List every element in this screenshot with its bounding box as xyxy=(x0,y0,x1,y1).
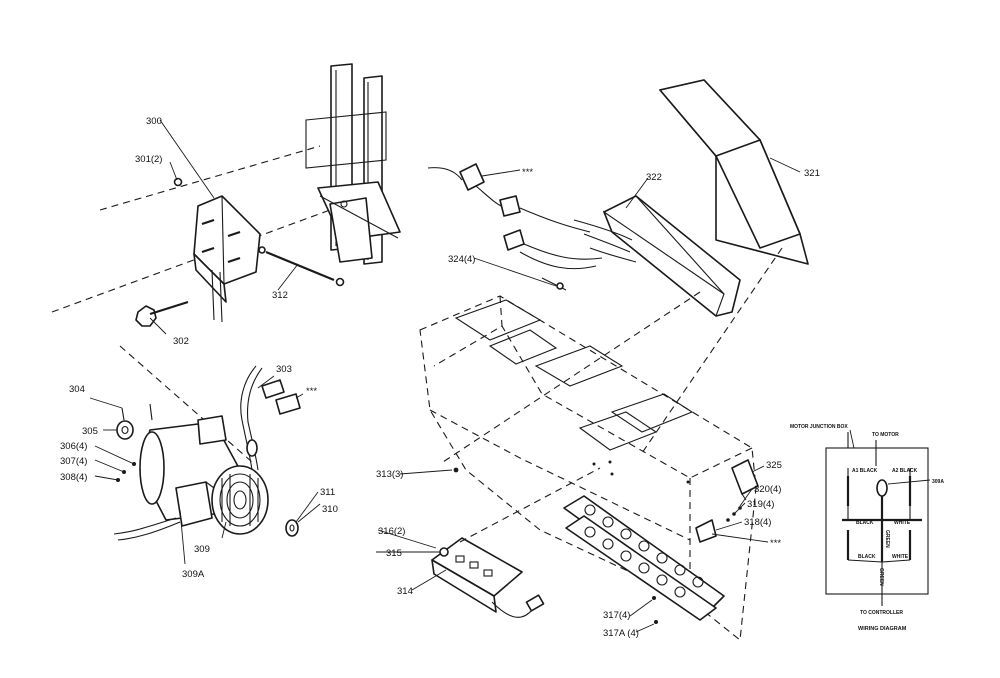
wiring-a1-black: A1 BLACK xyxy=(852,468,878,474)
label-318: 318(4) xyxy=(744,517,771,528)
label-308: 308(4) xyxy=(60,472,87,483)
wire-harness-part-303 xyxy=(240,365,301,471)
motor-part-309 xyxy=(113,345,269,541)
controller-part-314 xyxy=(431,467,601,618)
label-312: 312 xyxy=(272,290,288,301)
label-stars-3: *** xyxy=(770,538,781,549)
label-311: 311 xyxy=(320,487,335,498)
label-324: 324(4) xyxy=(448,254,475,265)
wiring-diagram: MOTOR JUNCTION BOX TO MOTOR A1 BLACK A2 … xyxy=(790,424,944,632)
label-301: 301(2) xyxy=(135,154,162,165)
label-stars-2: *** xyxy=(306,386,317,397)
knob-part-302 xyxy=(135,300,189,327)
label-309a: 309A xyxy=(182,569,205,580)
wiring-green-upper: GREEN xyxy=(884,530,890,548)
label-304: 304 xyxy=(69,384,85,395)
wiring-white-lower: WHITE xyxy=(892,554,909,560)
label-320: 320(4) xyxy=(754,484,781,495)
wiring-black-left: BLACK xyxy=(856,520,874,526)
label-310: 310 xyxy=(322,504,338,515)
label-325: 325 xyxy=(766,460,782,471)
housing-enclosure xyxy=(419,295,757,642)
mounting-post xyxy=(51,63,401,313)
label-321: 321 xyxy=(804,168,820,179)
wiring-to-controller: TO CONTROLLER xyxy=(860,610,903,616)
leader-lines xyxy=(89,119,801,633)
label-317a: 317A (4) xyxy=(603,628,639,639)
part-labels: 300 301(2) 302 303 304 305 306(4) 307(4)… xyxy=(60,116,820,639)
label-315: 315 xyxy=(386,548,402,559)
label-307: 307(4) xyxy=(60,456,87,467)
wiring-green-lower: GREEN xyxy=(878,568,884,586)
label-309: 309 xyxy=(194,544,210,555)
label-stars-1: *** xyxy=(522,167,533,178)
label-319: 319(4) xyxy=(747,499,774,510)
enclosure-box-part-322 xyxy=(439,195,741,465)
label-303: 303 xyxy=(276,364,292,375)
rod-part-312 xyxy=(258,246,345,287)
label-317: 317(4) xyxy=(603,610,630,621)
label-305: 305 xyxy=(82,426,98,437)
label-300: 300 xyxy=(146,116,162,127)
bracket-part-325 xyxy=(453,459,759,624)
label-322: 322 xyxy=(646,172,662,183)
wiring-to-motor: TO MOTOR xyxy=(872,432,899,438)
label-306: 306(4) xyxy=(60,441,87,452)
power-cords xyxy=(427,163,603,291)
washer-part-301 xyxy=(173,177,183,187)
perforated-tray xyxy=(563,495,725,621)
wiring-white-right: WHITE xyxy=(894,520,911,526)
label-302: 302 xyxy=(173,336,189,347)
duct-part-321 xyxy=(639,79,809,457)
wiring-motor-junction-box: MOTOR JUNCTION BOX xyxy=(790,424,848,430)
bracket-part-300 xyxy=(193,195,261,323)
label-316: 316(2) xyxy=(378,526,405,537)
label-314: 314 xyxy=(397,586,413,597)
wiring-black-lower: BLACK xyxy=(858,554,876,560)
wiring-a2-black: A2 BLACK xyxy=(892,468,918,474)
label-313: 313(3) xyxy=(376,469,403,480)
wiring-title: WIRING DIAGRAM xyxy=(858,626,907,632)
wiring-309a: 309A xyxy=(932,479,944,485)
